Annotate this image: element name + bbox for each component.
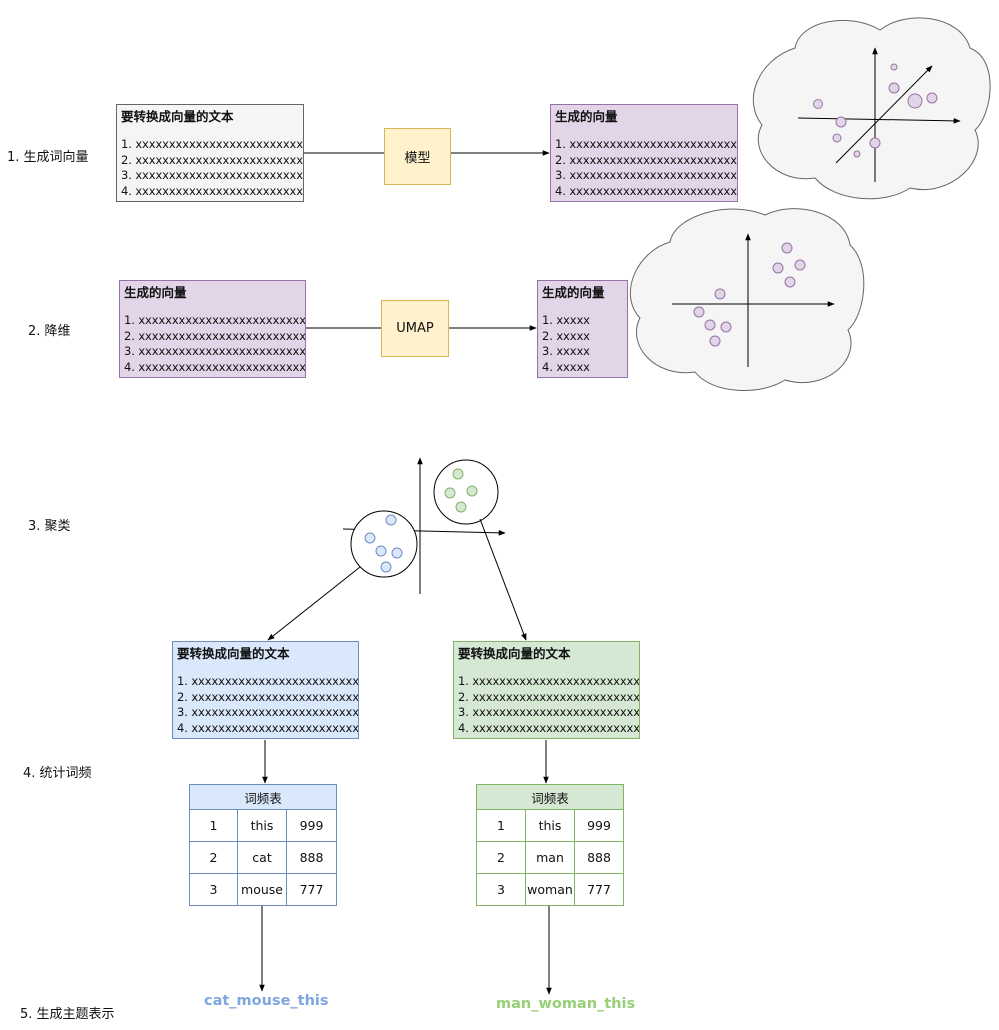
topic-label-blue: cat_mouse_this [204,993,329,1009]
table-header: 词频表 [475,784,625,810]
green-frequency-table: 词频表 1 this 999 2 man 888 3 woman 777 [475,784,625,906]
step-label-2: 2. 降维 [28,324,71,339]
list-item: 3. xxxxxxxxxxxxxxxxxxxxxxxxxx [177,705,359,719]
box-title: 要转换成向量的文本 [121,109,234,124]
table-cell: woman [525,873,575,906]
input-text-box: 要转换成向量的文本 1. xxxxxxxxxxxxxxxxxxxxxxxxxx … [116,104,304,202]
blue-cluster-text-box: 要转换成向量的文本 1. xxxxxxxxxxxxxxxxxxxxxxxxxx … [172,641,359,739]
table-cell: 1 [476,809,526,842]
table-cell: 999 [573,809,625,842]
list-item: 2. xxxxxxxxxxxxxxxxxxxxxxxxxx [555,152,738,167]
list-item: 1. xxxxxxxxxxxxxxxxxxxxxxxxxx [555,137,738,151]
list-item: 3. xxxxx [542,344,590,358]
model-process-box: 模型 [384,128,451,185]
list-item: 4. xxxxxxxxxxxxxxxxxxxxxxxxxx [124,359,306,374]
table-cell: mouse [237,873,287,906]
step-label-1: 1. 生成词向量 [7,150,89,165]
arrow-green-cluster-to-text [479,518,527,641]
blue-frequency-table: 词频表 1 this 999 2 cat 888 3 mouse 777 [188,784,338,906]
table-cell: cat [237,841,287,874]
table-header: 词频表 [188,784,338,810]
table-cell: 999 [285,809,338,842]
list-item: 3. xxxxxxxxxxxxxxxxxxxxxxxxxx [458,705,640,719]
table-cell: 777 [573,873,625,906]
generated-vectors-box: 生成的向量 1. xxxxxxxxxxxxxxxxxxxxxxxxxx 2. x… [550,104,738,202]
table-cell: 3 [189,873,238,906]
list-item: 3. xxxxxxxxxxxxxxxxxxxxxxxxxx [124,344,306,358]
box-title: 生成的向量 [124,285,187,300]
cloud-scatter-3d-icon [752,17,991,200]
step-label-3: 3. 聚类 [28,519,71,534]
table-row: 3 woman 777 [476,873,625,906]
green-cluster-ring [433,459,499,525]
table-row: 2 man 888 [476,841,625,874]
list-item: 4. xxxxx [542,359,590,374]
box-title: 生成的向量 [542,285,605,300]
table-cell: 1 [189,809,238,842]
green-cluster-text-box: 要转换成向量的文本 1. xxxxxxxxxxxxxxxxxxxxxxxxxx … [453,641,640,739]
list-item: 3. xxxxxxxxxxxxxxxxxxxxxxxxxx [121,168,304,182]
cloud-scatter-2d-icon [629,208,865,391]
list-item: 4. xxxxxxxxxxxxxxxxxxxxxxxxxx [177,720,359,735]
list-item: 4. xxxxxxxxxxxxxxxxxxxxxxxxxx [555,183,738,198]
table-row: 2 cat 888 [189,841,338,874]
list-item: 1. xxxxx [542,313,590,327]
list-item: 2. xxxxxxxxxxxxxxxxxxxxxxxxxx [124,328,306,343]
step-label-5: 5. 生成主题表示 [20,1007,115,1022]
table-cell: 3 [476,873,526,906]
list-item: 3. xxxxxxxxxxxxxxxxxxxxxxxxxx [555,168,738,182]
topic-label-green: man_woman_this [496,996,636,1012]
list-item: 2. xxxxxxxxxxxxxxxxxxxxxxxxxx [121,152,304,167]
list-item: 4. xxxxxxxxxxxxxxxxxxxxxxxxxx [458,720,640,735]
cluster-scatter-icon [342,457,506,594]
table-cell: 888 [573,841,625,874]
list-item: 1. xxxxxxxxxxxxxxxxxxxxxxxxxx [121,137,304,151]
table-cell: 777 [285,873,338,906]
list-item: 2. xxxxx [542,328,590,343]
table-cell: man [525,841,575,874]
box-title: 要转换成向量的文本 [177,646,290,661]
blue-cluster-ring [350,510,418,578]
list-item: 4. xxxxxxxxxxxxxxxxxxxxxxxxxx [121,183,304,198]
vectors-input-box: 生成的向量 1. xxxxxxxxxxxxxxxxxxxxxxxxxx 2. x… [119,280,306,378]
table-row: 3 mouse 777 [189,873,338,906]
table-row: 1 this 999 [476,809,625,842]
list-item: 2. xxxxxxxxxxxxxxxxxxxxxxxxxx [458,689,640,704]
umap-process-box: UMAP [381,300,449,357]
list-item: 1. xxxxxxxxxxxxxxxxxxxxxxxxxx [124,313,306,327]
table-cell: 2 [476,841,526,874]
table-cell: 888 [285,841,338,874]
table-cell: this [237,809,287,842]
list-item: 2. xxxxxxxxxxxxxxxxxxxxxxxxxx [177,689,359,704]
table-cell: this [525,809,575,842]
arrow-blue-cluster-to-text [267,566,361,641]
table-cell: 2 [189,841,238,874]
reduced-vectors-box: 生成的向量 1. xxxxx 2. xxxxx 3. xxxxx 4. xxxx… [537,280,628,378]
box-title: 生成的向量 [555,109,618,124]
step-label-4: 4. 统计词频 [23,766,92,781]
table-row: 1 this 999 [189,809,338,842]
list-item: 1. xxxxxxxxxxxxxxxxxxxxxxxxxx [177,674,359,688]
list-item: 1. xxxxxxxxxxxxxxxxxxxxxxxxxx [458,674,640,688]
box-title: 要转换成向量的文本 [458,646,571,661]
